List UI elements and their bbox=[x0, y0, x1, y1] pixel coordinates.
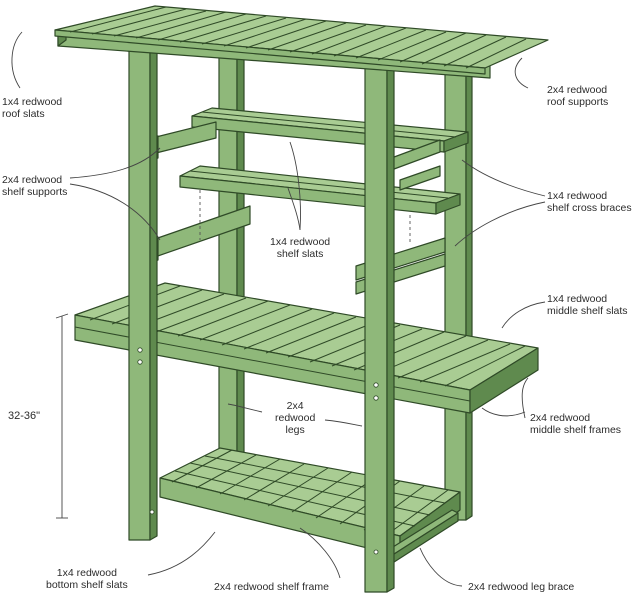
label-legs-line1: 2x4 bbox=[286, 400, 304, 412]
back-right-leg bbox=[444, 59, 473, 521]
front-right-leg bbox=[364, 59, 395, 593]
label-roof-supports-line1: 2x4 redwood bbox=[547, 84, 608, 96]
label-leg-brace: 2x4 redwood leg brace bbox=[468, 581, 575, 593]
label-shelf-cross-braces-line2: shelf cross braces bbox=[547, 202, 632, 214]
label-shelf-slats: 1x4 redwood shelf slats bbox=[270, 236, 330, 260]
label-middle-shelf-slats: 1x4 redwood middle shelf slats bbox=[547, 293, 628, 317]
label-shelf-cross-braces: 1x4 redwood shelf cross braces bbox=[547, 190, 632, 214]
label-bottom-shelf-slats-line2: bottom shelf slats bbox=[46, 579, 128, 591]
label-bottom-shelf-slats: 1x4 redwood bottom shelf slats bbox=[46, 567, 128, 591]
label-height-dimension: 32-36" bbox=[8, 410, 41, 422]
label-shelf-slats-line2: shelf slats bbox=[276, 248, 324, 260]
label-shelf-frame: 2x4 redwood shelf frame bbox=[214, 581, 329, 593]
label-shelf-supports: 2x4 redwood shelf supports bbox=[2, 174, 67, 198]
front-left-leg bbox=[128, 37, 158, 541]
label-legs-line2: redwood bbox=[275, 412, 316, 424]
leader-lines bbox=[11, 31, 546, 587]
label-middle-shelf-slats-line1: 1x4 redwood bbox=[547, 293, 608, 305]
hidden-edge-lines bbox=[199, 190, 411, 245]
label-roof-supports: 2x4 redwood roof supports bbox=[547, 84, 608, 108]
label-roof-slats-line2: roof slats bbox=[2, 108, 45, 120]
label-roof-slats-line1: 1x4 redwood bbox=[2, 96, 63, 108]
label-legs-line3: legs bbox=[285, 424, 305, 436]
label-shelf-supports-line2: shelf supports bbox=[2, 186, 68, 198]
label-shelf-cross-braces-line1: 1x4 redwood bbox=[547, 190, 608, 202]
shelf-cross-brace-upper bbox=[385, 139, 441, 191]
label-middle-shelf-frames: 2x4 redwood middle shelf frames bbox=[530, 412, 621, 436]
roof-slats bbox=[54, 5, 549, 75]
label-middle-shelf-frames-line1: 2x4 redwood bbox=[530, 412, 591, 424]
label-roof-slats: 1x4 redwood roof slats bbox=[2, 96, 62, 120]
label-middle-shelf-frames-line2: middle shelf frames bbox=[530, 424, 622, 436]
shelf-support-upper bbox=[151, 121, 217, 161]
label-legs: 2x4 redwood legs bbox=[275, 400, 315, 436]
label-roof-supports-line2: roof supports bbox=[547, 96, 609, 108]
label-bottom-shelf-slats-line1: 1x4 redwood bbox=[56, 567, 117, 579]
label-shelf-supports-line1: 2x4 redwood bbox=[2, 174, 63, 186]
label-middle-shelf-slats-line2: middle shelf slats bbox=[547, 305, 628, 317]
label-shelf-slats-line1: 1x4 redwood bbox=[270, 236, 331, 248]
height-dimension-line bbox=[55, 313, 69, 519]
